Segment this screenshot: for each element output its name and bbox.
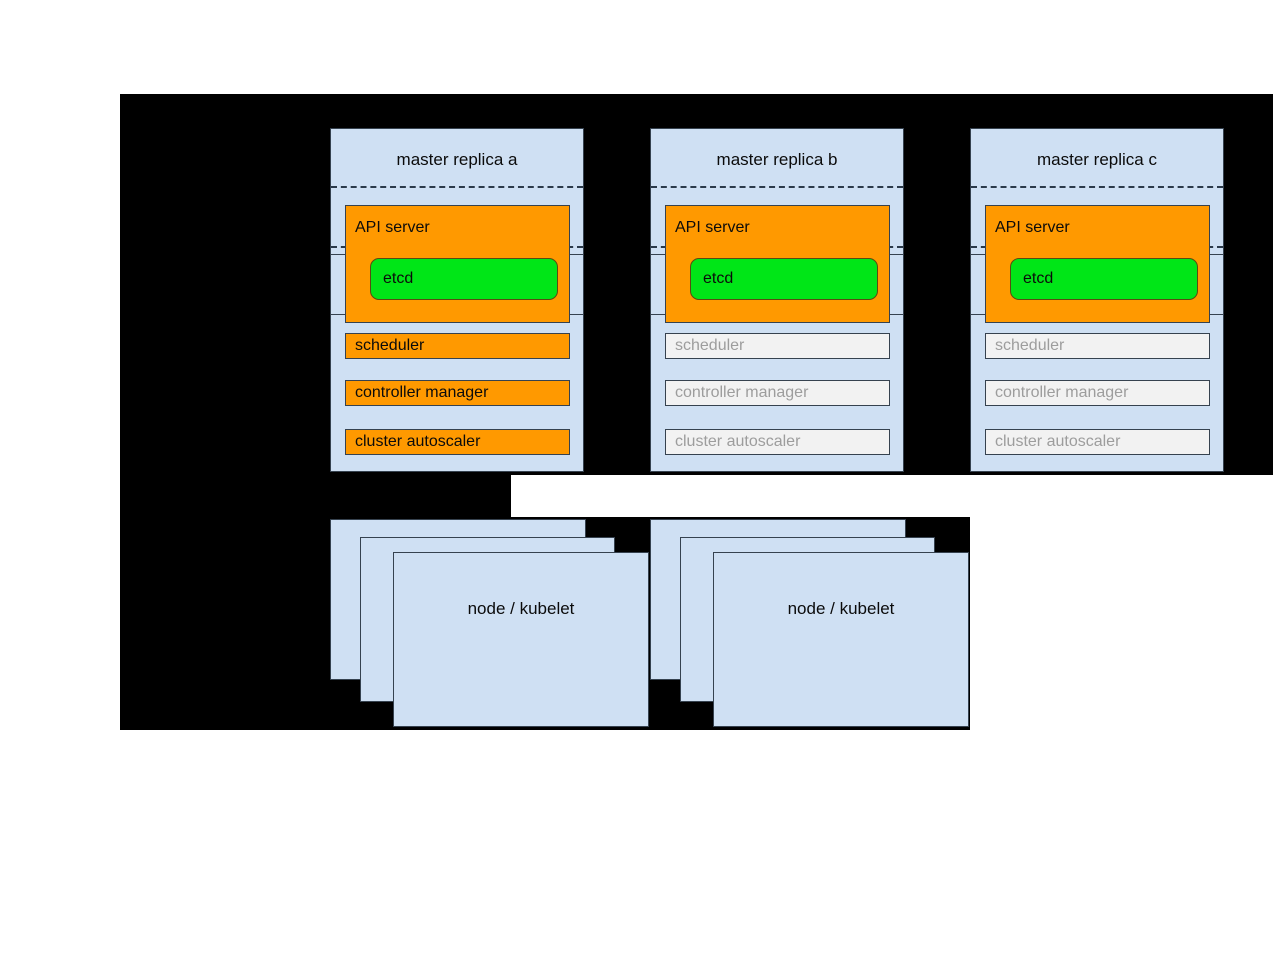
- master-replica-card-c[interactable]: master replica c API server etcd schedul…: [970, 128, 1224, 472]
- component-cluster-autoscaler-b[interactable]: cluster autoscaler: [665, 429, 890, 455]
- etcd-box-c[interactable]: etcd: [1010, 258, 1198, 300]
- node-kubelet-label-1: node / kubelet: [467, 599, 575, 618]
- component-scheduler-c[interactable]: scheduler: [985, 333, 1210, 359]
- api-server-label-c: API server: [995, 219, 1070, 236]
- replica-divider-top-b: [651, 186, 903, 188]
- node-card-front-2[interactable]: node / kubelet: [713, 552, 969, 727]
- etcd-box-b[interactable]: etcd: [690, 258, 878, 300]
- api-server-block-b[interactable]: API server etcd: [665, 205, 890, 323]
- node-card-front-1[interactable]: node / kubelet: [393, 552, 649, 727]
- replica-divider-top-c: [971, 186, 1223, 188]
- component-controller-manager-c[interactable]: controller manager: [985, 380, 1210, 406]
- master-replica-card-a[interactable]: master replica a API server etcd schedul…: [330, 128, 584, 472]
- master-replica-title-b: master replica b: [716, 150, 838, 169]
- component-cluster-autoscaler-c[interactable]: cluster autoscaler: [985, 429, 1210, 455]
- master-replica-title-c: master replica c: [1037, 150, 1157, 169]
- node-kubelet-label-2: node / kubelet: [787, 599, 895, 618]
- api-server-block-c[interactable]: API server etcd: [985, 205, 1210, 323]
- component-scheduler-b[interactable]: scheduler: [665, 333, 890, 359]
- api-server-label-a: API server: [355, 219, 430, 236]
- component-scheduler-a[interactable]: scheduler: [345, 333, 570, 359]
- api-server-block-a[interactable]: API server etcd: [345, 205, 570, 323]
- api-server-label-b: API server: [675, 219, 750, 236]
- component-controller-manager-a[interactable]: controller manager: [345, 380, 570, 406]
- master-replica-card-b[interactable]: master replica b API server etcd schedul…: [650, 128, 904, 472]
- component-cluster-autoscaler-a[interactable]: cluster autoscaler: [345, 429, 570, 455]
- master-replica-title-a: master replica a: [396, 150, 518, 169]
- replica-divider-top-a: [331, 186, 583, 188]
- etcd-box-a[interactable]: etcd: [370, 258, 558, 300]
- component-controller-manager-b[interactable]: controller manager: [665, 380, 890, 406]
